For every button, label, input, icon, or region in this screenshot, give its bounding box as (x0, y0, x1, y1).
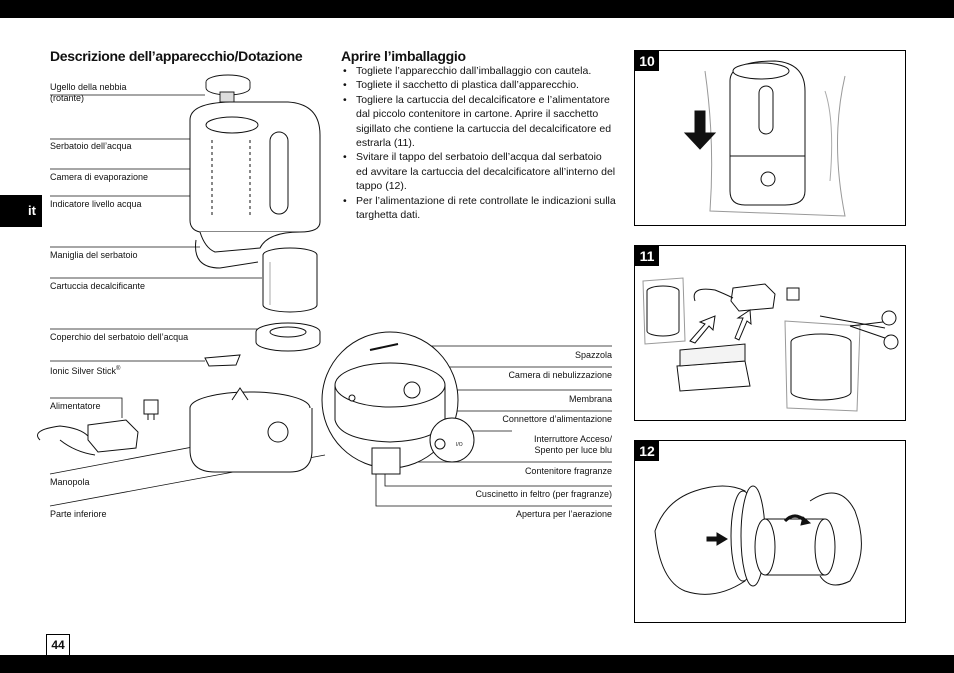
language-tab-label: it (28, 203, 36, 218)
label-felt-pad: Cuscinetto in feltro (per fragranze) (475, 489, 612, 499)
figure-10: 10 (634, 50, 906, 226)
label-base: Parte inferiore (50, 509, 107, 519)
svg-text:I/O: I/O (456, 442, 463, 448)
label-ionic-stick: Ionic Silver Stick® (50, 366, 121, 376)
label-membrane: Membrana (568, 394, 612, 404)
list-item: Togliete l’apparecchio dall’imballaggio … (341, 64, 616, 79)
label-knob: Manopola (50, 477, 90, 487)
figure-12-illustration (654, 485, 862, 595)
list-item: Per l’alimentazione di rete controllate … (341, 194, 616, 223)
label-brush: Spazzola (574, 350, 612, 360)
list-item: Togliete il sacchetto di plastica dall’a… (341, 78, 616, 93)
label-tank: Serbatoio dell’acqua (50, 141, 132, 151)
label-evaporation-chamber: Camera di evaporazione (50, 172, 149, 182)
description-heading: Descrizione dell’apparecchio/Dotazione (50, 48, 303, 64)
unpacking-heading: Aprire l’imballaggio (341, 48, 466, 64)
label-light-switch: Interruttore Acceso/ Spento per luce blu (533, 434, 612, 455)
label-fragrance-container: Contenitore fragranze (524, 466, 612, 476)
label-tank-handle: Maniglia del serbatoio (50, 250, 138, 260)
figure-number: 11 (635, 246, 659, 266)
label-cartridge: Cartuccia decalcificante (50, 281, 146, 291)
figure-12: 12 (634, 440, 906, 623)
list-item: Svitare il tappo del serbatoio dell’acqu… (341, 150, 616, 193)
figure-11-illustration (642, 277, 899, 412)
bottom-bar (0, 655, 954, 673)
top-bar (0, 0, 954, 18)
figure-number: 12 (635, 441, 659, 461)
label-nebulization-chamber: Camera di nebulizzazione (508, 370, 612, 380)
label-nozzle: Ugello della nebbia (rotante) (50, 82, 127, 103)
label-power-connector: Connettore d’alimentazione (502, 414, 612, 424)
label-vent: Apertura per l’aerazione (515, 509, 612, 519)
page-number: 44 (46, 634, 70, 655)
figure-11: 11 (634, 245, 906, 421)
list-item: Togliere la cartuccia del decalcificator… (341, 93, 616, 151)
language-tab: it (0, 195, 42, 227)
figure-10-illustration (683, 60, 846, 217)
unpacking-list: Togliete l’apparecchio dall’imballaggio … (341, 64, 616, 222)
label-power-supply: Alimentatore (50, 401, 101, 411)
label-water-level: Indicatore livello acqua (50, 199, 142, 209)
label-tank-cap: Coperchio del serbatoio dell’acqua (50, 332, 189, 342)
figure-number: 10 (635, 51, 659, 71)
